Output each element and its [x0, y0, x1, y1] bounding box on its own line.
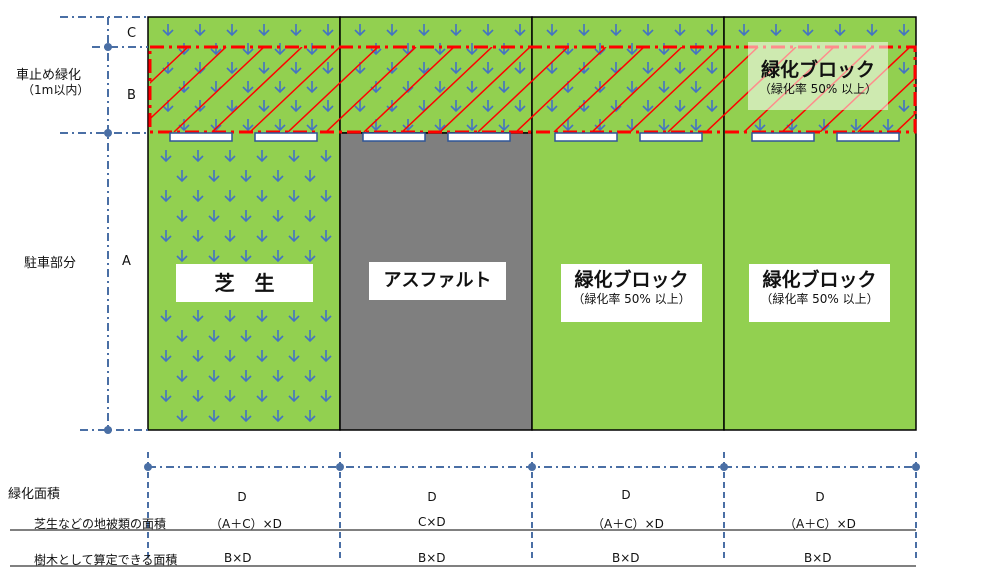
hatch-line: [972, 47, 983, 132]
hatch-line: [857, 77, 915, 132]
row2-value-3: B×D: [612, 551, 640, 565]
panel-asphalt-top-bg: [339, 16, 533, 134]
hatch-line: [401, 47, 493, 132]
row2-value-1: B×D: [224, 551, 252, 565]
hatch-line: [553, 47, 645, 132]
panel-title-block1: 緑化ブロック: [574, 269, 689, 291]
row1-value-2: C×D: [418, 515, 446, 529]
hatch-line: [667, 47, 759, 132]
panel-title-asphalt: アスファルト: [383, 270, 492, 291]
row2-value-2: B×D: [418, 551, 446, 565]
row1-value-3: （A＋C）×D: [592, 517, 664, 531]
hatch-line: [515, 47, 607, 132]
hatch-line: [477, 47, 569, 132]
hatch-line: [629, 47, 721, 132]
panel-label-asphalt: アスファルト: [369, 262, 506, 300]
hatch-line: [150, 47, 189, 84]
label-b: B: [127, 88, 136, 103]
panel-label-block1: 緑化ブロック （緑化率 50% 以上）: [561, 264, 702, 322]
row-label-ground-cover: 芝生などの地被類の面積: [34, 517, 167, 531]
label-wheel-stop-note: （1m以内）: [22, 83, 90, 97]
hatch-line: [591, 47, 683, 132]
wheel-stop-greening-zone: [148, 45, 917, 134]
top-right-title: 緑化ブロック: [760, 59, 875, 81]
hatch-line: [934, 47, 983, 132]
panel-label-lawn: 芝 生: [176, 264, 313, 302]
hatch-line: [325, 47, 417, 132]
panel-block1-bg: [531, 16, 725, 431]
hatch-line: [439, 47, 531, 132]
panel-title-lawn: 芝 生: [214, 271, 275, 295]
hatch-line: [287, 47, 379, 132]
hatch-line: [363, 47, 455, 132]
hatch-line: [211, 47, 303, 132]
wheel-stops: [169, 132, 900, 142]
row1-value-4: （A＋C）×D: [784, 517, 856, 531]
hatch-line: [249, 47, 341, 132]
hatch-line: [173, 47, 265, 132]
dimension-dots-bottom: [144, 463, 920, 471]
label-green-area: 緑化面積: [8, 487, 61, 502]
top-right-subtitle: （緑化率 50% 以上）: [758, 82, 878, 96]
label-parking-part: 駐車部分: [24, 256, 77, 271]
panel-lawn-bg: [147, 16, 341, 431]
label-c: C: [127, 26, 137, 41]
row2-value-4: B×D: [804, 551, 832, 565]
d-label-4: D: [815, 490, 825, 504]
d-label-1: D: [237, 490, 247, 504]
panel-label-block2: 緑化ブロック （緑化率 50% 以上）: [749, 264, 890, 322]
top-right-label-box: 緑化ブロック （緑化率 50% 以上）: [748, 42, 888, 110]
row1-value-1: （A＋C）×D: [210, 517, 282, 531]
label-a: A: [122, 254, 131, 269]
hatch-line: [895, 113, 915, 132]
panel-title-block2: 緑化ブロック: [762, 269, 877, 291]
row-label-trees: 樹木として算定できる面積: [34, 553, 178, 567]
label-wheel-stop-greening: 車止め緑化: [16, 68, 82, 83]
d-label-3: D: [621, 488, 631, 502]
d-label-2: D: [427, 490, 437, 504]
panel-subtitle-block1: （緑化率 50% 以上）: [572, 292, 691, 306]
dimension-dots-left: [104, 43, 112, 434]
panel-subtitle-block2: （緑化率 50% 以上）: [760, 292, 879, 306]
